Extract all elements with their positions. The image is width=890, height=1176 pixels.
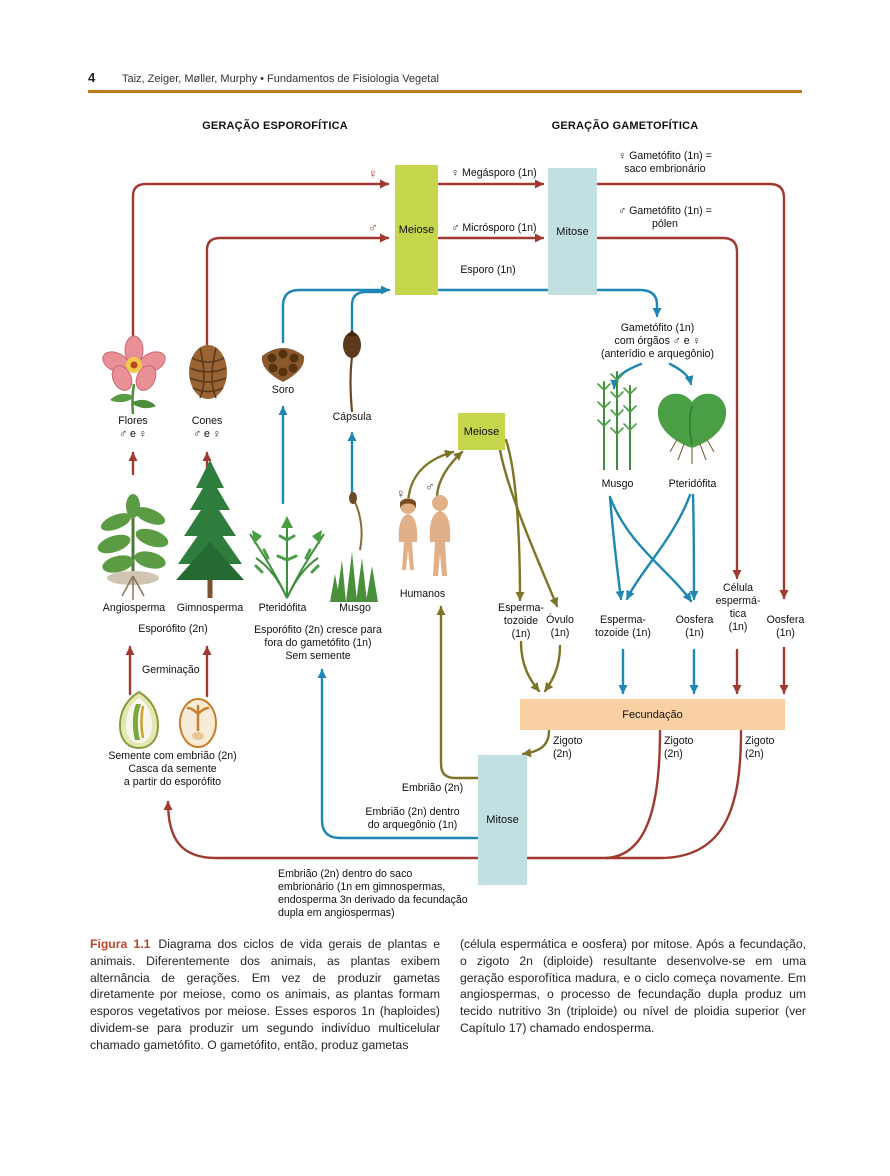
seed-angiosperm-illustration <box>118 690 160 750</box>
label-capsula: Cápsula <box>332 411 372 423</box>
label-zigoto-direita: Zigoto (2n) <box>745 735 775 760</box>
label-oosfera-esquerda: Oosfera (1n) <box>675 614 714 639</box>
fecundacao-box: Fecundação <box>520 699 785 730</box>
label-gimnosperma: Gimnosperma <box>176 602 244 614</box>
label-zigoto-meio: Zigoto (2n) <box>664 735 694 760</box>
mitose-box-top: Mitose <box>548 168 597 295</box>
moss-illustration <box>330 492 378 602</box>
label-cones: Cones ♂ e ♀ <box>191 415 223 440</box>
animal-olive-arrows <box>406 438 562 780</box>
label-flores: Flores ♂ e ♀ <box>118 415 148 440</box>
label-pteridofita: Pteridófita <box>258 602 307 614</box>
right-column-title: GERAÇÃO GAMETOFÍTICA <box>551 120 699 132</box>
label-musgo: Musgo <box>339 602 371 614</box>
label-gametofito-male: ♂ Gametófito (1n) = pólen <box>618 205 712 230</box>
label-semente: Semente com embrião (2n) Casca da sement… <box>108 750 237 788</box>
label-oosfera-direita: Oosfera (1n) <box>766 614 805 639</box>
caption-left-text: Diagrama dos ciclos de vida gerais de pl… <box>90 937 440 1052</box>
label-espermatozoide-humano: Esperma- tozoide (1n) <box>498 602 544 640</box>
angiosperm-illustration <box>97 494 169 600</box>
label-embriao-arquegonio: Embrião (2n) dentro do arquegônio (1n) <box>365 806 460 831</box>
left-column-title: GERAÇÃO ESPOROFÍTICA <box>202 120 348 132</box>
female-symbol-meiose: ♀ <box>368 166 378 181</box>
label-ovulo: Óvulo (1n) <box>546 614 574 639</box>
moss-gametophyte-illustration <box>597 371 637 470</box>
mitose-box-bottom: Mitose <box>478 755 527 885</box>
label-espermatozoide-planta: Esperma- tozoide (1n) <box>595 614 651 639</box>
caption-right-column: (célula espermática e oosfera) por mitos… <box>460 936 806 1037</box>
male-symbol-humans: ♂ <box>425 479 435 494</box>
label-gametofito-female: ♀ Gametófito (1n) = saco embrionário <box>618 150 712 175</box>
humans-illustration <box>398 495 451 576</box>
male-symbol-meiose: ♂ <box>368 220 378 235</box>
gymnosperm-illustration <box>176 460 244 598</box>
label-humanos: Humanos <box>399 588 446 600</box>
seed-gymnosperm-illustration <box>179 698 217 748</box>
caption-right-text: (célula espermática e oosfera) por mitos… <box>460 937 806 1036</box>
sporophyte-red-arrows <box>125 179 789 860</box>
header-rule <box>88 90 802 93</box>
label-gametofito-orgaos: Gametófito (1n) com órgãos ♂ e ♀ (anterí… <box>600 322 715 360</box>
fern-prothallus-illustration <box>657 393 727 464</box>
meiose-box-middle: Meiose <box>458 413 505 450</box>
label-pteridofita-gametofito: Pteridófita <box>668 478 717 490</box>
female-symbol-humans: ♀ <box>396 486 406 501</box>
label-microsporo: ♂ Micrósporo (1n) <box>451 222 537 234</box>
page-number: 4 <box>88 70 96 85</box>
label-esporofito: Esporófito (2n) <box>138 623 208 635</box>
meiose-box-top: Meiose <box>395 165 438 295</box>
label-angiosperma: Angiosperma <box>102 602 166 614</box>
label-zigoto-esquerda: Zigoto (2n) <box>553 735 583 760</box>
label-esporofito-cresce: Esporófito (2n) cresce para fora do game… <box>254 624 382 662</box>
figure-label: Figura 1.1 <box>90 937 151 951</box>
label-soro: Soro <box>271 384 295 396</box>
flower-illustration <box>102 335 166 415</box>
label-germinacao: Germinação <box>142 664 200 676</box>
capsule-illustration <box>343 330 361 412</box>
label-musgo-gametofito: Musgo <box>601 478 634 490</box>
label-celula-espermatica: Célula espermá- tica (1n) <box>715 582 761 633</box>
label-megasporo: ♀ Megásporo (1n) <box>451 167 537 179</box>
label-esporo: Esporo (1n) <box>460 264 516 276</box>
pine-cone-illustration <box>189 345 227 399</box>
running-header: Taiz, Zeiger, Møller, Murphy • Fundament… <box>122 73 439 85</box>
label-embriao: Embrião (2n) <box>401 782 464 794</box>
fern-illustration <box>249 516 325 599</box>
sorus-illustration <box>261 348 305 382</box>
label-embriao-saco: Embrião (2n) dentro do saco embrionário … <box>278 868 468 919</box>
